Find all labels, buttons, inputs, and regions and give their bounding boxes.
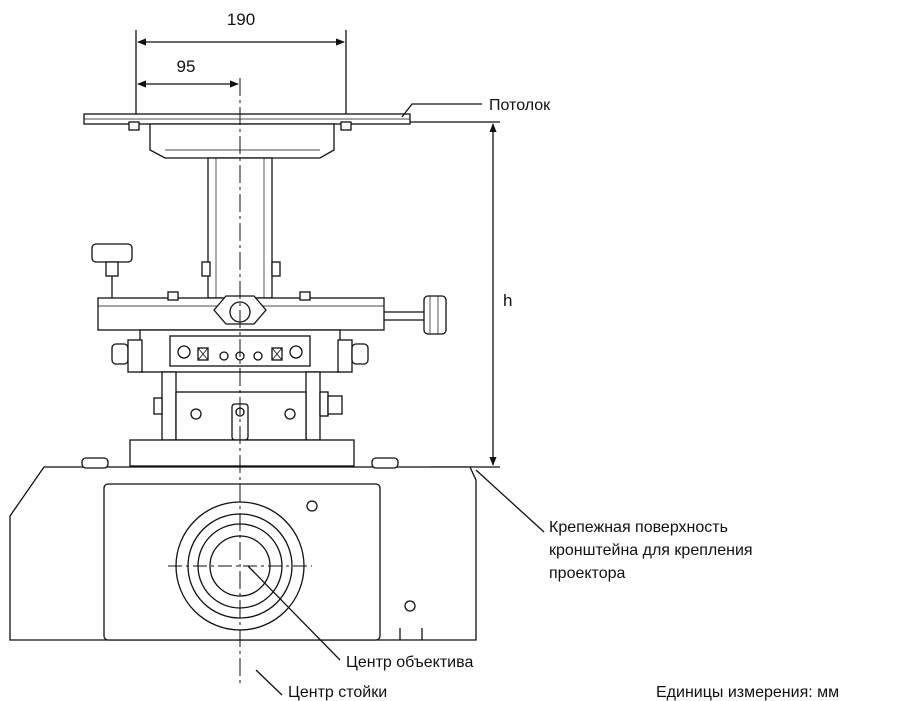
lens-center-leader [247,565,341,661]
dimension-95-label: 95 [177,57,196,76]
dimension-190-label: 190 [227,10,255,29]
units-label: Единицы измерения: мм [656,684,839,701]
ceiling-bolt-right [340,121,352,131]
left-adjust-knob [91,243,133,263]
right-adjust-knob [423,295,447,335]
pole-center-leader [255,669,283,696]
mount-surface-label-line-1: Крепежная поверхность [549,519,728,536]
ceiling-bolt-left [128,121,140,131]
lens-center-label: Центр объектива [346,654,473,671]
ceiling-bracket [149,123,335,159]
pole-center-label: Центр стойки [288,684,387,701]
mount-surface-label-line-2: кронштейна для крепления [549,542,753,559]
mount-surface-label-line-3: проектора [549,565,625,582]
mount-surface-leader [475,469,545,533]
dimension-h-label: h [503,291,512,310]
ceiling-label: Потолок [489,97,551,114]
mounting-base [129,439,355,467]
ceiling-leader [401,103,482,118]
